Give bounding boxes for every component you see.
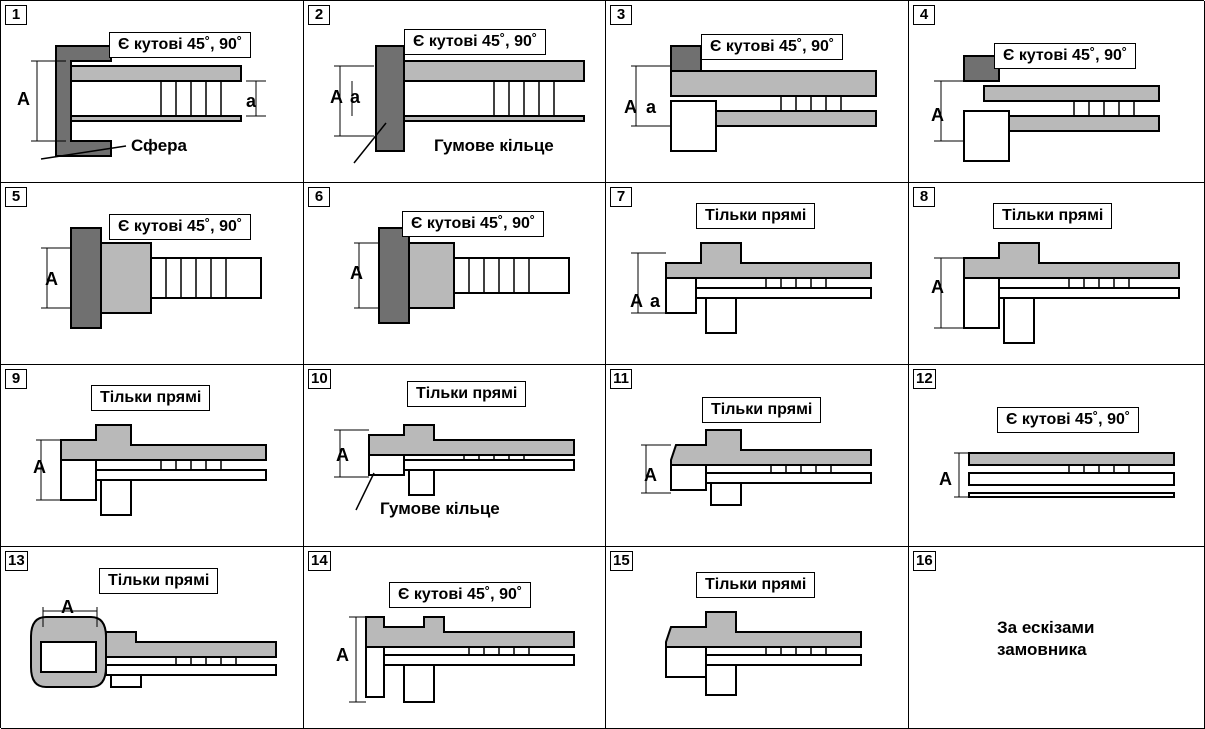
type-label: Тільки прямі: [702, 397, 822, 423]
fitting-drawing: [631, 242, 872, 334]
cell-number: 14: [308, 551, 331, 571]
cell-number: 1: [5, 5, 27, 25]
type-label: Є кутові 45˚, 90˚: [997, 407, 1140, 433]
dimension-label: A: [644, 465, 657, 485]
cell-number: 10: [308, 369, 331, 389]
cell-number: 2: [308, 5, 330, 25]
type-label: Тільки прямі: [91, 385, 211, 411]
fitting-drawing: [30, 607, 277, 688]
fitting-cell-4: 4 A Є кутові 45˚, 90˚: [909, 1, 1205, 183]
fitting-drawing: [334, 45, 585, 164]
fitting-cell-14: 14 A Є кутові 45˚, 90˚: [304, 547, 606, 729]
dimension-label: A: [330, 87, 343, 107]
type-label: Є кутові 45˚, 90˚: [402, 211, 545, 237]
fitting-cell-1: 1 A a Є кутові 45˚, 90˚ Сфера: [1, 1, 304, 183]
cell-number: 16: [913, 551, 936, 571]
fitting-drawing: [665, 611, 862, 696]
cell-number: 6: [308, 187, 330, 207]
fitting-drawing: [631, 45, 877, 152]
fitting-drawing: [934, 55, 1160, 162]
fitting-cell-5: 5 A Є кутові 45˚, 90˚: [1, 183, 304, 365]
dimension-label: A: [939, 469, 952, 489]
fitting-drawing: [954, 452, 1175, 498]
dimension-label: A: [336, 645, 349, 665]
fitting-cell-11: 11 A Тільки прямі: [606, 365, 909, 547]
fitting-drawing: [354, 227, 570, 324]
fitting-drawing: [334, 424, 575, 511]
type-label: Є кутові 45˚, 90˚: [109, 32, 252, 58]
cell-number: 8: [913, 187, 935, 207]
fitting-cell-2: 2 A a Є кутові 45˚, 90˚ Гумове кільце: [304, 1, 606, 183]
dimension-label: a: [650, 291, 661, 311]
dimension-label: a: [350, 87, 361, 107]
cell-number: 9: [5, 369, 27, 389]
customer-sketch-note: За ескізами замовника: [997, 617, 1094, 661]
cell-number: 3: [610, 5, 632, 25]
fitting-cell-3: 3 A a Є кутові 45˚, 90˚: [606, 1, 909, 183]
cell-number: 13: [5, 551, 28, 571]
fitting-drawing: [934, 242, 1180, 344]
fitting-drawing: [36, 424, 267, 516]
fitting-drawing: [41, 227, 262, 329]
type-label: Є кутові 45˚, 90˚: [404, 29, 547, 55]
note-line-2: замовника: [997, 640, 1087, 659]
fitting-cell-8: 8 A Тільки прямі: [909, 183, 1205, 365]
fitting-drawing: [641, 429, 872, 506]
type-label: Тільки прямі: [993, 203, 1113, 229]
type-label: Тільки прямі: [696, 203, 816, 229]
dimension-label: A: [61, 597, 74, 617]
dimension-label: a: [246, 91, 257, 111]
fitting-cell-12: 12 A Є кутові 45˚, 90˚: [909, 365, 1205, 547]
type-label: Є кутові 45˚, 90˚: [389, 582, 532, 608]
dimension-label: A: [45, 269, 58, 289]
fitting-cell-15: 15 Тільки прямі: [606, 547, 909, 729]
note-line-1: За ескізами: [997, 618, 1095, 637]
cell-number: 11: [610, 369, 632, 389]
dimension-label: A: [33, 457, 46, 477]
type-label: Тільки прямі: [99, 568, 219, 594]
fitting-cell-13: 13 A Тільки прямі: [1, 547, 304, 729]
note-label: Гумове кільце: [434, 136, 554, 155]
cell-number: 7: [610, 187, 632, 207]
dimension-label: A: [630, 291, 643, 311]
dimension-label: A: [624, 97, 637, 117]
cell-number: 12: [913, 369, 936, 389]
dimension-label: a: [646, 97, 657, 117]
type-label: Є кутові 45˚, 90˚: [109, 214, 252, 240]
type-label: Є кутові 45˚, 90˚: [994, 43, 1137, 69]
dimension-label: A: [17, 89, 30, 109]
note-label: Гумове кільце: [380, 499, 500, 518]
fitting-drawing: [31, 45, 266, 160]
fitting-cell-9: 9 A Тільки прямі: [1, 365, 304, 547]
cell-number: 15: [610, 551, 633, 571]
cell-number: 4: [913, 5, 935, 25]
type-label: Тільки прямі: [407, 381, 527, 407]
fitting-drawing: [349, 616, 575, 703]
type-label: Тільки прямі: [696, 572, 816, 598]
dimension-label: A: [336, 445, 349, 465]
fitting-cell-6: 6 A Є кутові 45˚, 90˚: [304, 183, 606, 365]
fitting-cell-16: 16 За ескізами замовника: [909, 547, 1205, 729]
note-label: Сфера: [131, 136, 187, 155]
dimension-label: A: [931, 105, 944, 125]
dimension-label: A: [350, 263, 363, 283]
cell-number: 5: [5, 187, 27, 207]
fitting-cell-7: 7 A a Тільки прямі: [606, 183, 909, 365]
dimension-label: A: [931, 277, 944, 297]
type-label: Є кутові 45˚, 90˚: [701, 34, 844, 60]
fitting-cell-10: 10 A Тільки прямі Гумове кільце: [304, 365, 606, 547]
